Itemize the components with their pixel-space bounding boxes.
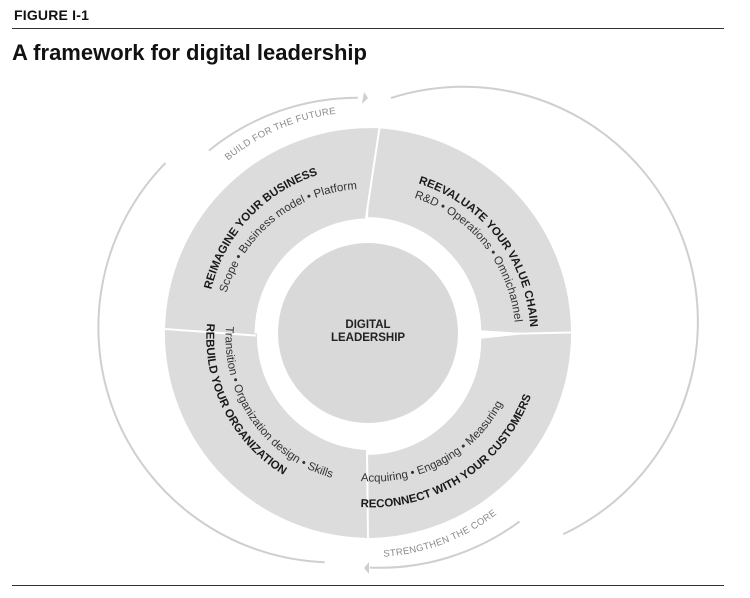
center-label-line2: LEADERSHIP bbox=[331, 332, 405, 344]
center-circle bbox=[278, 243, 458, 423]
divider-top bbox=[364, 128, 381, 219]
segment-reconnect bbox=[364, 328, 572, 539]
divider-right bbox=[481, 331, 572, 336]
arrow-head-top bbox=[362, 92, 368, 104]
arrow-head-bottom bbox=[364, 562, 369, 574]
bottom-rule bbox=[12, 585, 724, 586]
center-label-line1: DIGITAL bbox=[345, 319, 390, 331]
segment-reimagine bbox=[165, 128, 380, 338]
divider-left bbox=[164, 328, 256, 337]
top-rule bbox=[12, 28, 724, 29]
segment-reevaluate bbox=[368, 128, 572, 337]
outer-arc-right bbox=[390, 85, 699, 536]
outer-arc-top-left bbox=[208, 96, 358, 152]
figure-label: FIGURE I-1 bbox=[14, 7, 90, 23]
segment-rebuild bbox=[164, 326, 372, 538]
outer-arc-bottom-right bbox=[369, 520, 521, 569]
outer-arc-left bbox=[97, 162, 325, 564]
divider-bottom bbox=[366, 452, 369, 539]
figure-title: A framework for digital leadership bbox=[12, 40, 367, 65]
